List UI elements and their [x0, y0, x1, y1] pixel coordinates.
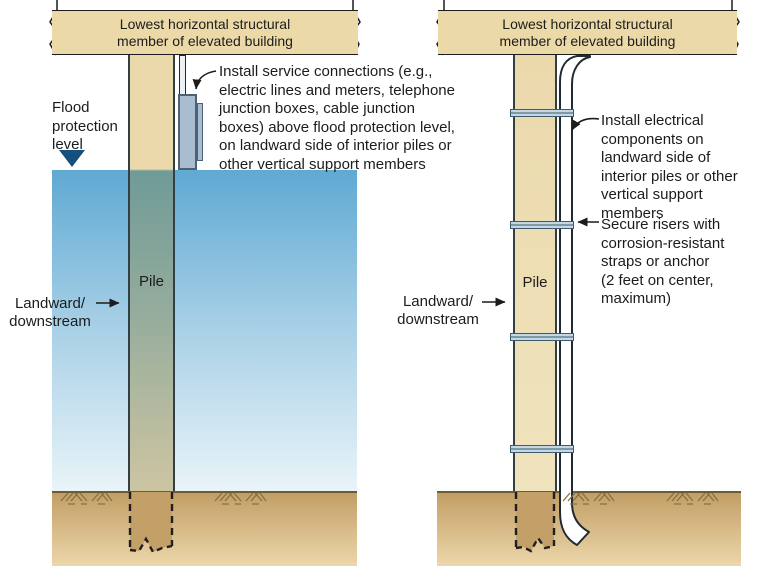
electrical-riser-conduit: [559, 55, 591, 546]
riser-strap: [510, 221, 574, 229]
service-box-flange: [197, 103, 203, 161]
riser-strap: [510, 109, 574, 117]
flood-level-marker-icon: [59, 150, 85, 167]
electrical-components-annotation: Install electrical components on landwar…: [601, 112, 738, 222]
service-connection-box: [178, 94, 197, 170]
riser-strap: [510, 333, 574, 341]
right-landward-label: Landward/ downstream: [397, 293, 479, 328]
right-structural-member-banner: Lowest horizontal structural member of e…: [438, 10, 737, 55]
right-pile-label: Pile: [522, 274, 548, 291]
electrical-annotation-arrow: [571, 117, 600, 131]
flood-protection-level-label: Flood protection level: [52, 99, 118, 154]
service-annotation-arrow: [192, 70, 217, 90]
right-pile: [513, 55, 557, 491]
service-conduit: [179, 55, 186, 96]
left-structural-member-banner: Lowest horizontal structural member of e…: [52, 10, 358, 55]
service-connections-annotation: Install service connections (e.g., elect…: [219, 63, 455, 173]
flood-water: [52, 170, 357, 491]
left-landward-label: Landward/ downstream: [9, 295, 91, 330]
left-banner-label: Lowest horizontal structural member of e…: [117, 15, 293, 49]
riser-strap: [510, 445, 574, 453]
left-ground: [52, 491, 357, 566]
right-banner-label: Lowest horizontal structural member of e…: [499, 15, 676, 49]
right-ground: [437, 491, 741, 566]
secure-risers-annotation: Secure risers with corrosion-resistant s…: [601, 216, 725, 308]
left-pile-label: Pile: [138, 273, 164, 290]
left-pile: [128, 55, 175, 491]
